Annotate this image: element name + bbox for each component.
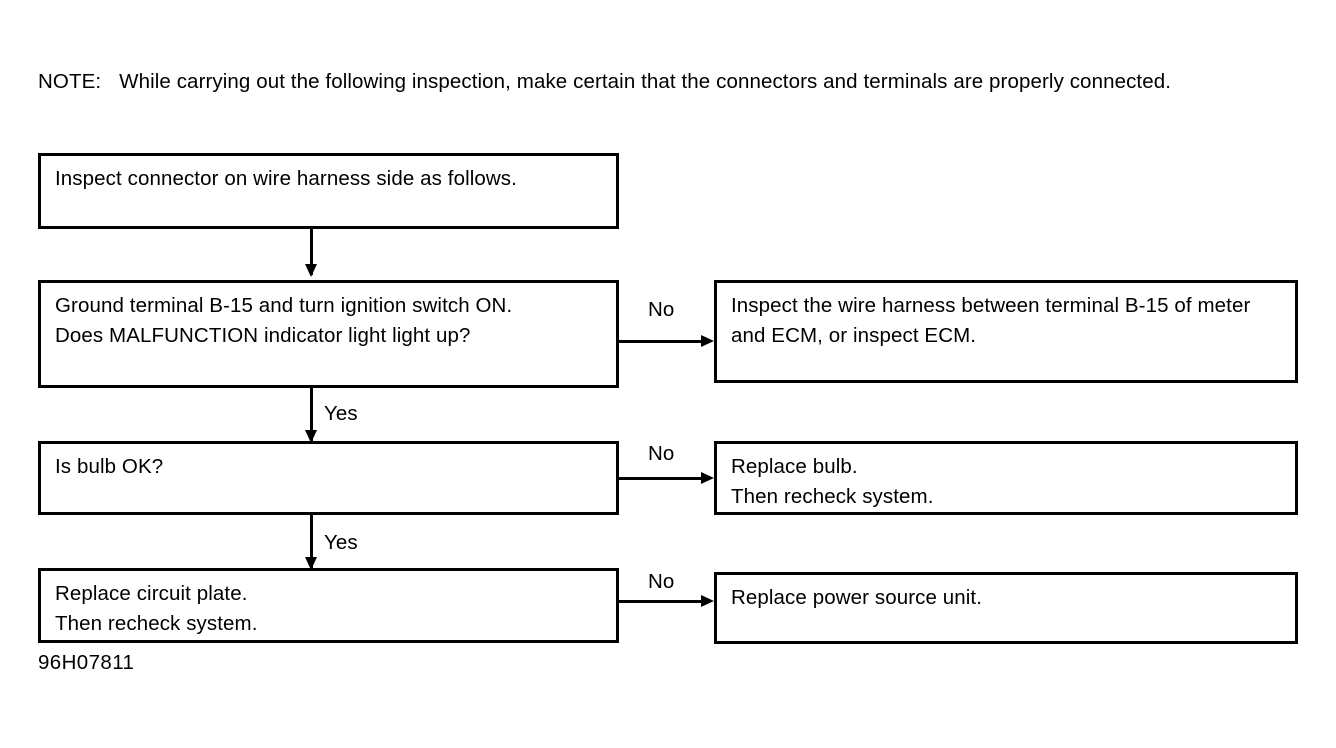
connector-line-row3-row4 bbox=[310, 515, 313, 571]
note-text: While carrying out the following inspect… bbox=[119, 70, 1172, 93]
arrow-down-icon-row2-row3 bbox=[305, 430, 317, 443]
arrow-down-icon-row3-row4 bbox=[305, 557, 317, 570]
flow-node-text: Replace circuit plate. Then recheck syst… bbox=[55, 582, 258, 635]
connector-line-row1-row2 bbox=[310, 229, 313, 275]
branch-label-no-row3: No bbox=[648, 442, 675, 465]
branch-label-no-row4: No bbox=[648, 570, 675, 593]
note-paragraph: NOTE: While carrying out the following in… bbox=[38, 66, 1302, 97]
flow-node-text: Is bulb OK? bbox=[55, 455, 164, 478]
branch-label-yes-row3: Yes bbox=[324, 531, 358, 554]
connector-line-row2-row3 bbox=[310, 388, 313, 444]
flow-node-text: Replace bulb. Then recheck system. bbox=[731, 455, 934, 508]
connector-line-row3-no bbox=[619, 477, 706, 480]
flow-node-replace-bulb[interactable]: Replace bulb. Then recheck system. bbox=[714, 441, 1298, 515]
flow-node-is-bulb-ok[interactable]: Is bulb OK? bbox=[38, 441, 619, 515]
connector-line-row2-no bbox=[619, 340, 706, 343]
flow-node-text: Inspect the wire harness between termina… bbox=[731, 294, 1251, 347]
note-label: NOTE: bbox=[38, 70, 102, 93]
branch-label-no-row2: No bbox=[648, 298, 675, 321]
flow-node-text: Inspect connector on wire harness side a… bbox=[55, 167, 517, 190]
flow-node-ground-terminal-b15[interactable]: Ground terminal B-15 and turn ignition s… bbox=[38, 280, 619, 388]
arrow-down-icon-row1-row2 bbox=[305, 264, 317, 277]
figure-id: 96H07811 bbox=[38, 651, 135, 674]
connector-line-row4-no bbox=[619, 600, 706, 603]
flow-node-replace-circuit-plate[interactable]: Replace circuit plate. Then recheck syst… bbox=[38, 568, 619, 643]
arrow-right-icon-row2-no bbox=[701, 335, 714, 347]
flow-node-inspect-wire-harness[interactable]: Inspect the wire harness between termina… bbox=[714, 280, 1298, 383]
flow-node-inspect-connector[interactable]: Inspect connector on wire harness side a… bbox=[38, 153, 619, 229]
flow-node-replace-power-source-unit[interactable]: Replace power source unit. bbox=[714, 572, 1298, 644]
branch-label-yes-row2: Yes bbox=[324, 402, 358, 425]
arrow-right-icon-row3-no bbox=[701, 472, 714, 484]
arrow-right-icon-row4-no bbox=[701, 595, 714, 607]
flow-node-text: Replace power source unit. bbox=[731, 586, 983, 609]
flow-node-text: Ground terminal B-15 and turn ignition s… bbox=[55, 294, 513, 347]
